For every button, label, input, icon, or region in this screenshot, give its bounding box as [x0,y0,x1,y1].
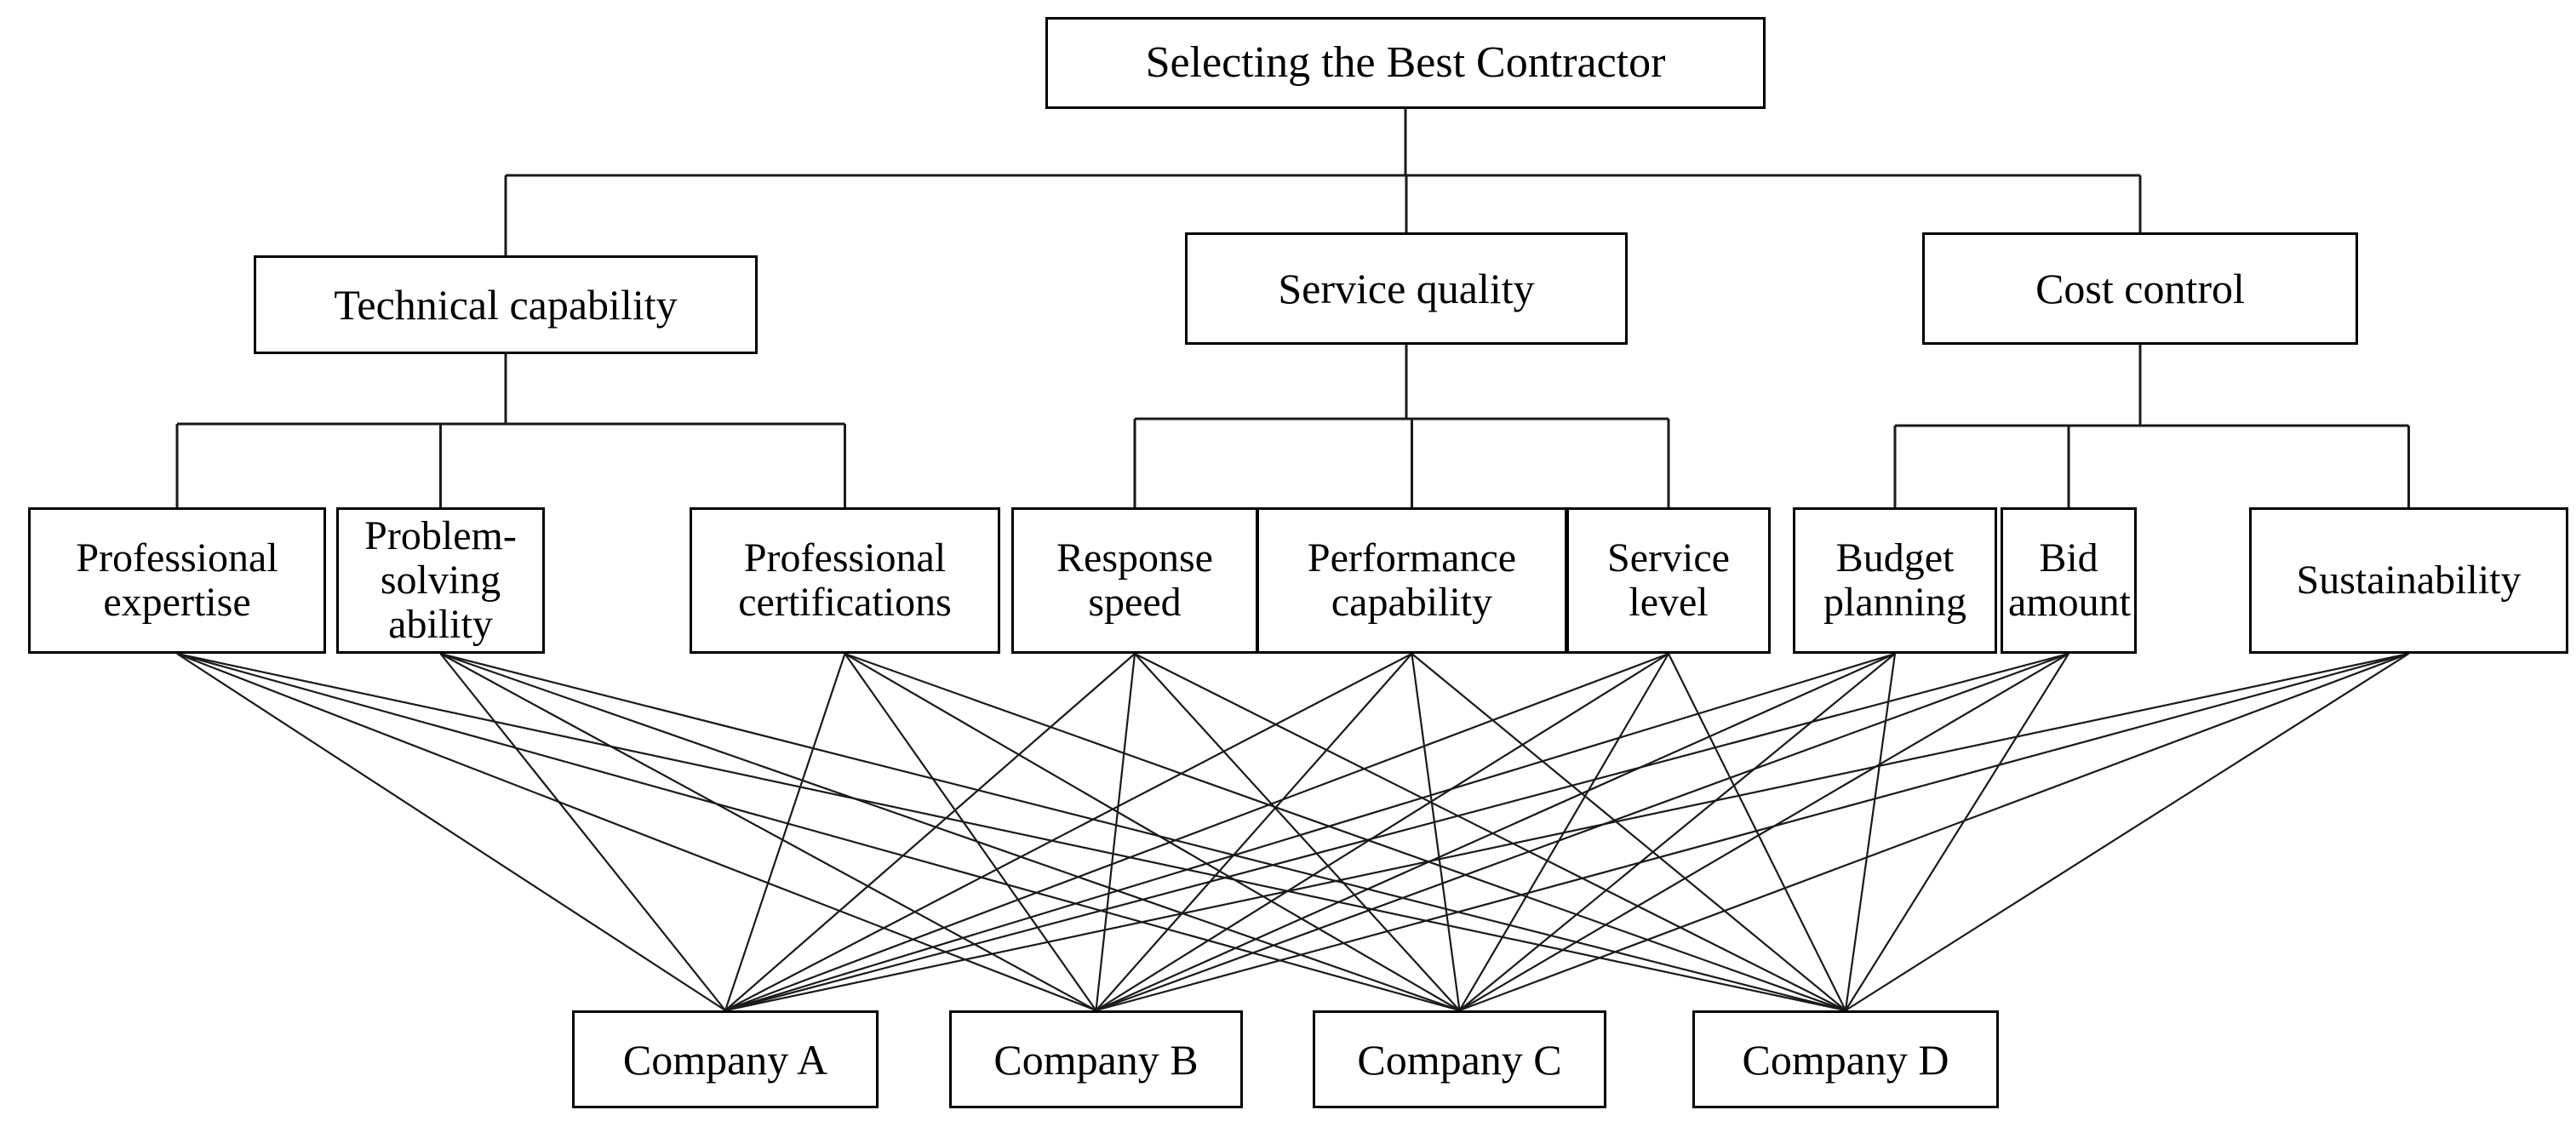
subcriterion-node-performance-capability[interactable]: Performance capability [1257,507,1567,654]
subcriterion-label: Budget planning [1823,535,1966,625]
fan-line [439,653,726,1011]
alternative-label: Company B [993,1035,1199,1084]
alternative-label: Company A [622,1035,828,1084]
fan-line [724,652,1669,1012]
subcriterion-label: Professional certifications [738,535,952,625]
fan-line [1411,653,1461,1011]
subcriterion-node-professional-certifications[interactable]: Professional certifications [690,507,1000,654]
fan-line [844,653,1461,1011]
subcriterion-node-sustainability[interactable]: Sustainability [2249,507,2568,654]
fan-line [1845,653,2069,1011]
fan-line [439,653,1097,1011]
subcriterion-node-response-speed[interactable]: Response speed [1011,507,1258,654]
subcriterion-label: Bid amount [2008,535,2131,625]
subcriterion-node-problem-solving-ability[interactable]: Problem-solving ability [336,507,545,654]
fan-line [1411,653,1846,1011]
tree-connector-group [175,109,2410,507]
subcriterion-label: Performance capability [1307,535,1517,625]
criterion-node-cost-control[interactable]: Cost control [1922,232,2358,345]
fan-line [724,653,1136,1011]
fan-line [1095,653,1136,1011]
subcriterion-node-budget-planning[interactable]: Budget planning [1793,507,1997,654]
fan-line [724,652,2409,1012]
fan-line [1844,653,1897,1011]
fan-connector-group [176,652,2410,1012]
subcriterion-node-bid-amount[interactable]: Bid amount [2001,507,2137,654]
criterion-label: Technical capability [334,281,678,329]
subcriterion-label: Service level [1607,535,1730,625]
criterion-label: Cost control [2035,265,2245,312]
subcriterion-label: Response speed [1056,535,1213,625]
subcriterion-node-service-level[interactable]: Service level [1566,507,1771,654]
fan-line [1096,652,2069,1012]
fan-line [724,653,1413,1011]
criterion-node-technical-capability[interactable]: Technical capability [254,255,758,354]
fan-line [1458,653,1896,1011]
fan-line [1095,653,1669,1011]
fan-line [1459,652,2409,1012]
fan-line [724,652,1896,1012]
fan-line [176,652,1460,1012]
subcriterion-label: Professional expertise [76,535,278,625]
fan-line [440,652,1846,1012]
fan-line [176,653,726,1011]
fan-line [1458,653,2069,1011]
subcriterion-node-professional-expertise[interactable]: Professional expertise [28,507,326,654]
fan-line [844,652,1846,1012]
fan-line [724,652,2069,1012]
alternative-node-company-d[interactable]: Company D [1692,1010,1999,1108]
fan-line [1095,653,1413,1011]
alternative-node-company-b[interactable]: Company B [949,1010,1243,1108]
fan-line [176,652,1846,1012]
fan-line [1845,653,2410,1011]
fan-line [724,653,846,1011]
fan-line [1096,652,1896,1012]
fan-line [440,652,1460,1012]
alternative-label: Company D [1742,1035,1949,1084]
criterion-node-service-quality[interactable]: Service quality [1185,232,1628,345]
fan-line [1134,653,1846,1011]
criterion-label: Service quality [1278,265,1535,312]
subcriterion-label: Sustainability [2296,558,2522,604]
fan-line [844,653,1097,1011]
subcriterion-label: Problem-solving ability [364,513,517,647]
fan-line [176,652,1096,1012]
goal-node[interactable]: Selecting the Best Contractor [1045,17,1766,109]
fan-line [1096,652,2409,1012]
fan-line [1134,653,1461,1011]
goal-label: Selecting the Best Contractor [1145,37,1666,87]
alternative-label: Company C [1357,1035,1562,1084]
alternative-node-company-c[interactable]: Company C [1313,1010,1606,1108]
alternative-node-company-a[interactable]: Company A [572,1010,879,1108]
